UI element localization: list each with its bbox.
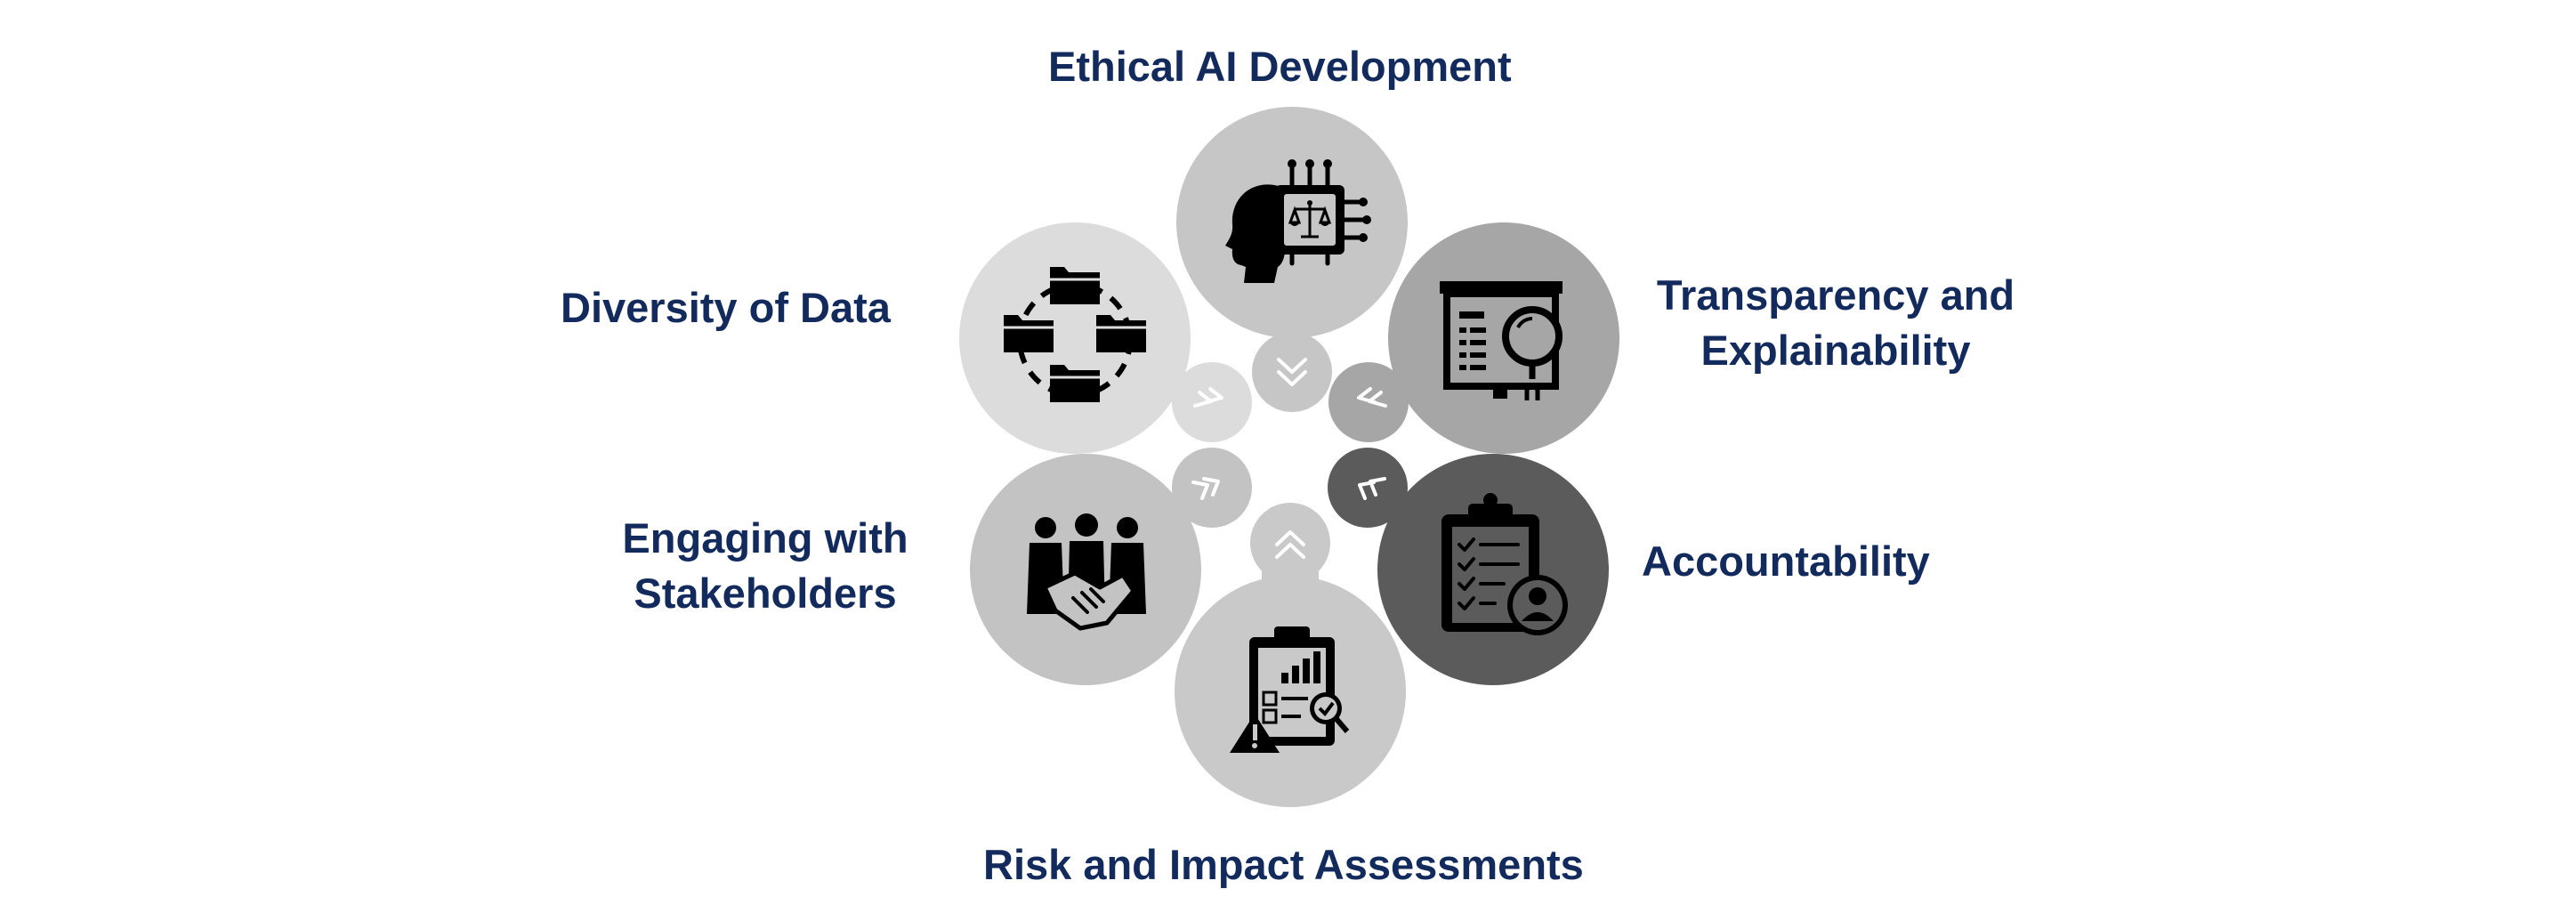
segment-diversity bbox=[959, 222, 1252, 454]
label-diversity-of-data: Diversity of Data bbox=[561, 280, 917, 335]
segment-diversity-circle bbox=[959, 222, 1191, 454]
segment-accountability-connector bbox=[1328, 448, 1408, 528]
double-chevron-down-right-icon bbox=[1193, 387, 1223, 408]
label-engaging-with-stakeholders: Engaging with Stakeholders bbox=[587, 511, 943, 621]
segment-accountability bbox=[1328, 448, 1609, 685]
label-risk-and-impact-assessments: Risk and Impact Assessments bbox=[983, 837, 1606, 893]
label-line: Risk and Impact Assessments bbox=[983, 841, 1584, 888]
segment-ethical bbox=[1176, 107, 1408, 412]
label-line: Accountability bbox=[1642, 537, 1930, 585]
double-chevron-down-left-icon bbox=[1357, 387, 1387, 408]
folders-network-icon bbox=[1004, 267, 1146, 402]
segment-engaging-connector bbox=[1172, 448, 1252, 528]
label-line: Stakeholders bbox=[634, 570, 897, 617]
double-chevron-up-icon bbox=[1275, 530, 1305, 559]
double-chevron-up-right-icon bbox=[1191, 477, 1220, 500]
clipboard-checklist-user-icon bbox=[1441, 493, 1568, 635]
segment-risk-connector bbox=[1250, 503, 1330, 583]
label-line: Engaging with bbox=[622, 514, 908, 562]
label-line: Ethical AI Development bbox=[1048, 43, 1512, 90]
segment-risk bbox=[1175, 503, 1406, 807]
team-handshake-icon bbox=[1027, 513, 1146, 631]
label-line: Explainability bbox=[1700, 327, 1971, 374]
segment-transparency bbox=[1328, 222, 1619, 454]
report-chart-warning-icon bbox=[1230, 626, 1350, 753]
double-chevron-up-left-icon bbox=[1358, 477, 1386, 500]
label-transparency-and-explainability: Transparency and Explainability bbox=[1640, 268, 2031, 378]
presentation-board-magnifier-icon bbox=[1440, 281, 1563, 400]
label-line: Diversity of Data bbox=[561, 284, 891, 331]
label-ethical-ai-development: Ethical AI Development bbox=[1048, 39, 1538, 94]
label-line: Transparency and bbox=[1656, 271, 2015, 319]
ai-head-justice-chip-icon bbox=[1225, 159, 1371, 283]
segment-engaging bbox=[970, 448, 1252, 685]
label-accountability: Accountability bbox=[1642, 534, 1998, 589]
double-chevron-down-icon bbox=[1277, 358, 1307, 386]
